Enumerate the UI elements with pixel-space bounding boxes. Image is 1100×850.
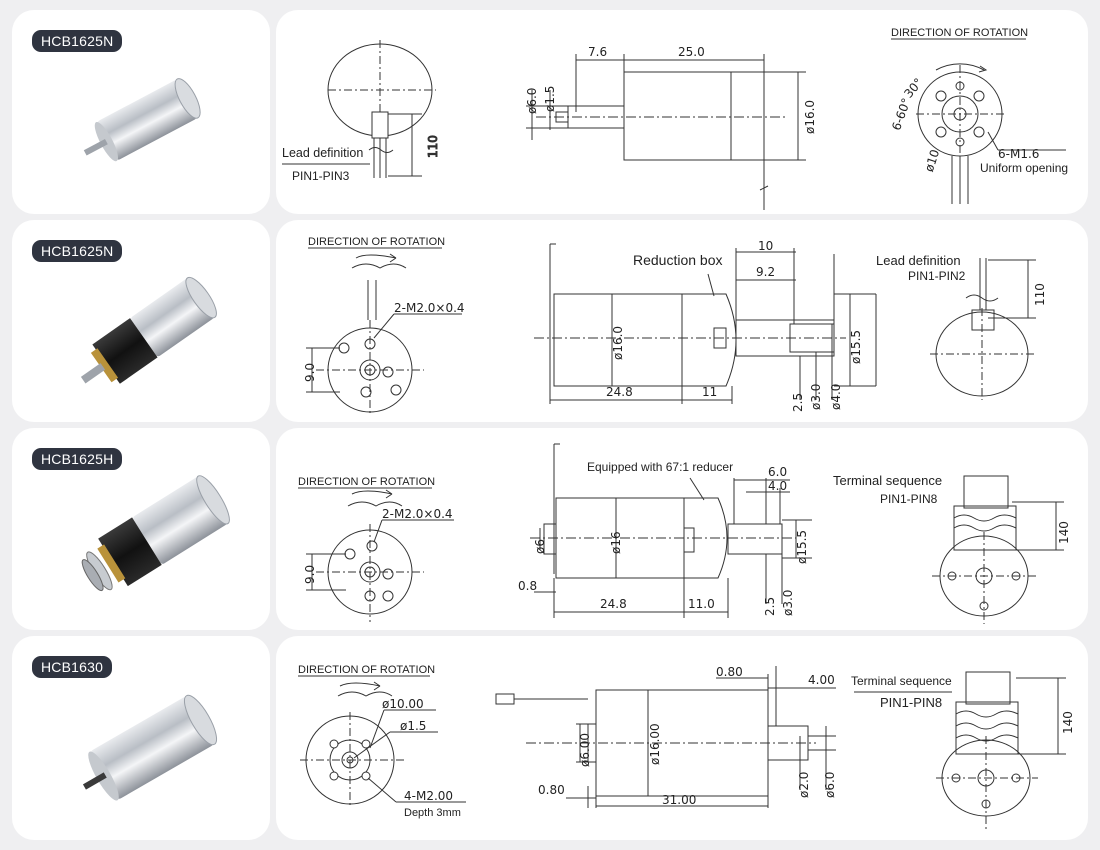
model-badge: HCB1630 <box>32 656 113 678</box>
dim-d6-0: ø6.0 <box>823 772 837 798</box>
model-badge: HCB1625N <box>32 240 123 262</box>
pin-range-label: PIN1-PIN8 <box>880 492 938 506</box>
holes-2-m2-0: 2-M2.0×0.4 <box>394 301 465 315</box>
model-badge: HCB1625N <box>32 30 123 52</box>
drawing-card-row3: DIRECTION OF ROTATION 9.0 2-M2.0×0.4 <box>276 428 1088 630</box>
motor-photo <box>80 276 217 384</box>
dim-d10: ø10 <box>922 148 942 174</box>
motor-body-side <box>623 71 765 161</box>
dim-d3-0: ø3.0 <box>809 384 823 410</box>
terminal-length-label: 140 <box>1061 711 1075 734</box>
model-badge: HCB1625H <box>32 448 123 470</box>
dim-d16: ø16 <box>609 531 623 554</box>
dim-d6-00: ø6.00 <box>578 733 592 767</box>
technical-drawing-row4: DIRECTION OF ROTATION ø10.00 ø1.5 4-M2.0… <box>298 664 1075 830</box>
dim-d3-0: ø3.0 <box>781 590 795 616</box>
dim-d15-5: ø15.5 <box>849 330 863 364</box>
dim-7-6: 7.6 <box>588 45 607 59</box>
angle-6-60: 6-60° <box>889 96 914 132</box>
dim-d10-00: ø10.00 <box>382 697 424 711</box>
rotation-label: DIRECTION OF ROTATION <box>298 664 435 676</box>
dim-d16-0: ø16.0 <box>611 326 625 360</box>
drawing-card-row2: DIRECTION OF ROTATION 9.0 2-M2.0×0.4 <box>276 220 1088 422</box>
dim-d4-0: ø4.0 <box>829 384 843 410</box>
dim-24-8: 24.8 <box>606 385 633 399</box>
dim-11: 11 <box>702 385 717 399</box>
rotation-label: DIRECTION OF ROTATION <box>308 236 445 248</box>
dim-9-2: 9.2 <box>756 265 775 279</box>
dim-d2-0: ø2.0 <box>797 772 811 798</box>
holes-6-m1-6: 6-M1.6 <box>998 147 1039 161</box>
motor-photo <box>83 78 201 162</box>
pin-range-label: PIN1-PIN2 <box>908 269 966 283</box>
dim-10: 10 <box>758 239 773 253</box>
technical-drawing-row3: DIRECTION OF ROTATION 9.0 2-M2.0×0.4 <box>298 443 1071 624</box>
pin-range-label: PIN1-PIN3 <box>292 169 350 183</box>
dim-31-00: 31.00 <box>662 793 696 807</box>
motor-photo <box>82 694 218 801</box>
width-9-0: 9.0 <box>303 565 317 584</box>
holes-2-m2-0: 2-M2.0×0.4 <box>382 507 453 521</box>
product-card-row2: HCB1625N <box>12 220 270 422</box>
lead-length-label: 110 <box>426 135 440 158</box>
holes-4-m2-00: 4-M2.00 <box>404 789 453 803</box>
width-9-0: 9.0 <box>303 363 317 382</box>
terminal-sequence-label: Terminal sequence <box>833 473 942 488</box>
reducer-label: Equipped with 67:1 reducer <box>587 460 733 474</box>
drawing-card-row1: 110 Lead definition PIN1-PIN3 7.6 25.0 ø… <box>276 10 1088 214</box>
dim-2-5: 2.5 <box>763 597 777 616</box>
dim-d16-00: ø16.00 <box>648 723 662 765</box>
terminal-length-label: 140 <box>1057 521 1071 544</box>
dim-d6-0: ø6.0 <box>525 88 539 114</box>
drawing-card-row4: DIRECTION OF ROTATION ø10.00 ø1.5 4-M2.0… <box>276 636 1088 840</box>
technical-drawing-row2: DIRECTION OF ROTATION 9.0 2-M2.0×0.4 <box>303 236 1047 416</box>
product-card-row4: HCB1630 <box>12 636 270 840</box>
lead-length-label: 110 <box>1033 283 1047 306</box>
dim-0-80-top: 0.80 <box>716 665 743 679</box>
lead-definition-label: Lead definition <box>282 146 363 160</box>
product-card-row1: HCB1625N <box>12 10 270 214</box>
dim-d6: ø6 <box>533 539 547 554</box>
product-card-row3: HCB1625H <box>12 428 270 630</box>
terminal-sequence-label: Terminal sequence <box>851 674 952 688</box>
depth-label: Depth 3mm <box>404 807 461 819</box>
dim-4-0: 4.0 <box>768 479 787 493</box>
rotation-label: DIRECTION OF ROTATION <box>298 476 435 488</box>
dim-d1-5: ø1.5 <box>400 719 426 733</box>
dim-25-0: 25.0 <box>678 45 705 59</box>
motor-photo <box>81 475 230 592</box>
technical-drawing-row1: 110 Lead definition PIN1-PIN3 7.6 25.0 ø… <box>282 27 1068 210</box>
lead-definition-label: Lead definition <box>876 253 961 268</box>
dim-d1-5: ø1.5 <box>543 86 557 112</box>
reduction-box-label: Reduction box <box>633 252 723 268</box>
dim-d16-0: ø16.0 <box>803 100 817 134</box>
rotation-label: DIRECTION OF ROTATION <box>891 27 1028 39</box>
dim-0-80: 0.80 <box>538 783 565 797</box>
dim-4-00: 4.00 <box>808 673 835 687</box>
dim-11-0: 11.0 <box>688 597 715 611</box>
dim-0-8: 0.8 <box>518 579 537 593</box>
dim-d15-5: ø15.5 <box>795 530 809 564</box>
motor-body-side <box>553 293 683 387</box>
pin-range-label: PIN1-PIN8 <box>880 695 942 710</box>
dim-24-8: 24.8 <box>600 597 627 611</box>
dim-2-5: 2.5 <box>791 393 805 412</box>
uniform-opening-label: Uniform opening <box>980 161 1068 175</box>
dim-6-0: 6.0 <box>768 465 787 479</box>
